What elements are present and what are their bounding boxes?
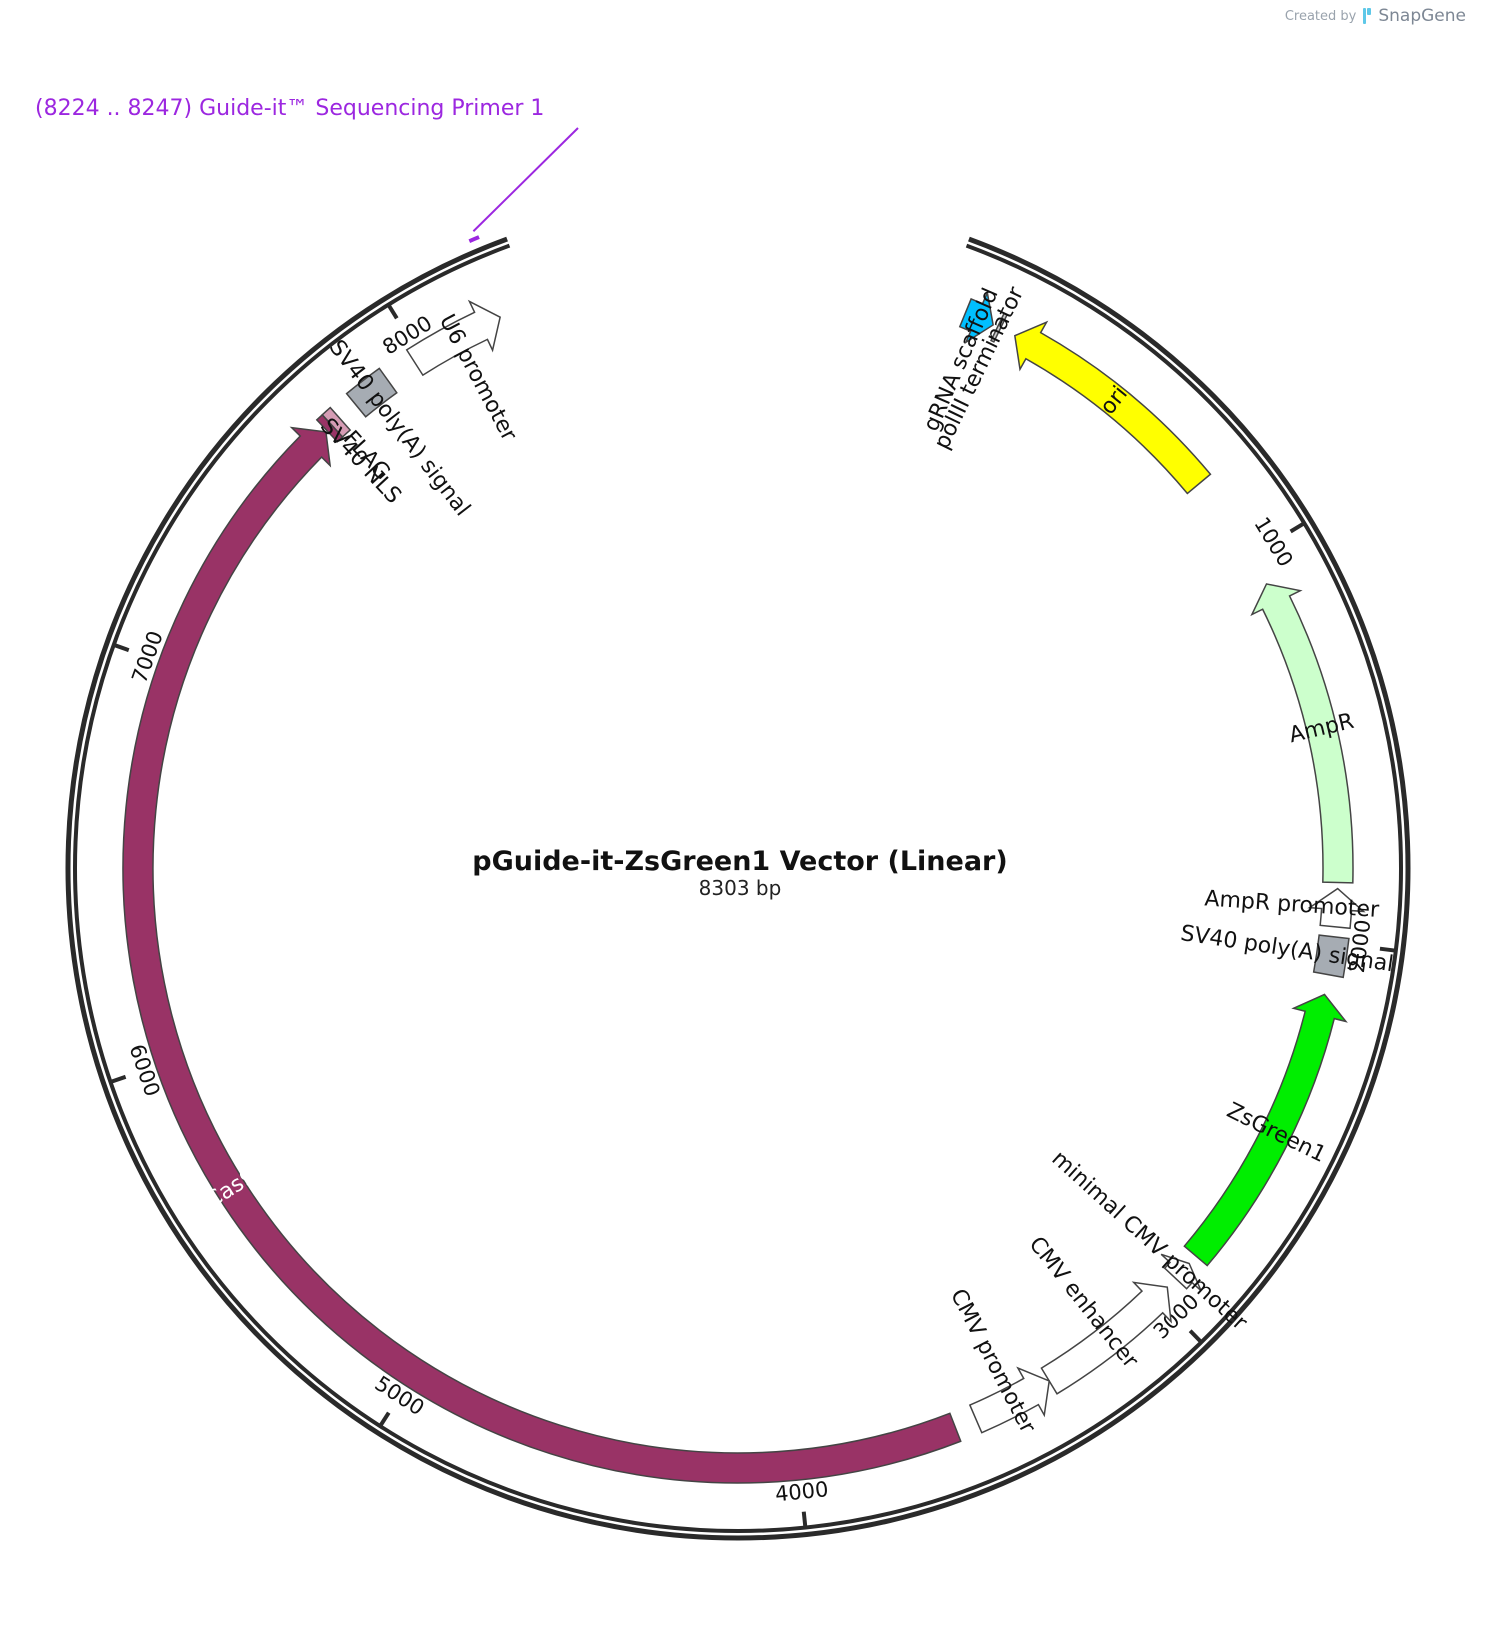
tick-mark — [801, 1511, 808, 1528]
primer-leader-line — [472, 127, 579, 232]
feature-poliii-terminator[interactable] — [990, 312, 1008, 343]
credit-brand: SnapGene — [1378, 6, 1466, 26]
primer-mark[interactable] — [468, 235, 480, 243]
snapgene-logo-icon — [1363, 8, 1372, 24]
tick-mark — [113, 642, 130, 653]
credit-prefix: Created by — [1284, 8, 1357, 24]
feature-layer — [122, 290, 1366, 1484]
feature-u6-promoter[interactable] — [405, 299, 501, 377]
feature-zsgreen1[interactable] — [1183, 993, 1348, 1267]
tick-mark — [386, 303, 399, 320]
tick-mark — [1289, 521, 1306, 534]
feature-flag[interactable] — [321, 406, 352, 438]
feature-ori[interactable] — [1013, 320, 1212, 495]
tick-mark — [1188, 1329, 1203, 1344]
feature-ampr-promoter[interactable] — [1307, 887, 1366, 930]
tick-mark — [378, 1411, 391, 1428]
feature-cmv-promoter[interactable] — [968, 1366, 1051, 1434]
feature-minimal-cmv-promoter[interactable] — [1160, 1253, 1202, 1292]
backbone-outer-strand — [65, 236, 1411, 1541]
snapgene-credit: Created by SnapGene — [1285, 6, 1466, 26]
feature-label: AmpR promoter — [1204, 886, 1381, 923]
feature-ampr[interactable] — [1250, 583, 1354, 884]
feature-sv40-poly-a-signal[interactable] — [1312, 934, 1350, 979]
feature-sv40-poly-a-signal[interactable] — [345, 367, 398, 418]
tick-mark — [109, 1074, 127, 1084]
map-length: 8303 bp — [699, 876, 782, 900]
primer-label[interactable]: (8224 .. 8247) Guide-it™ Sequencing Prim… — [35, 96, 544, 121]
tick-mark — [1379, 946, 1397, 953]
feature-grna-scaffold[interactable] — [958, 290, 994, 345]
feature-cas9[interactable] — [122, 426, 962, 1484]
tick-label: 1000 — [1249, 513, 1297, 571]
backbone-inner-strand — [73, 243, 1403, 1533]
map-title: pGuide-it-ZsGreen1 Vector (Linear) — [472, 846, 1007, 877]
